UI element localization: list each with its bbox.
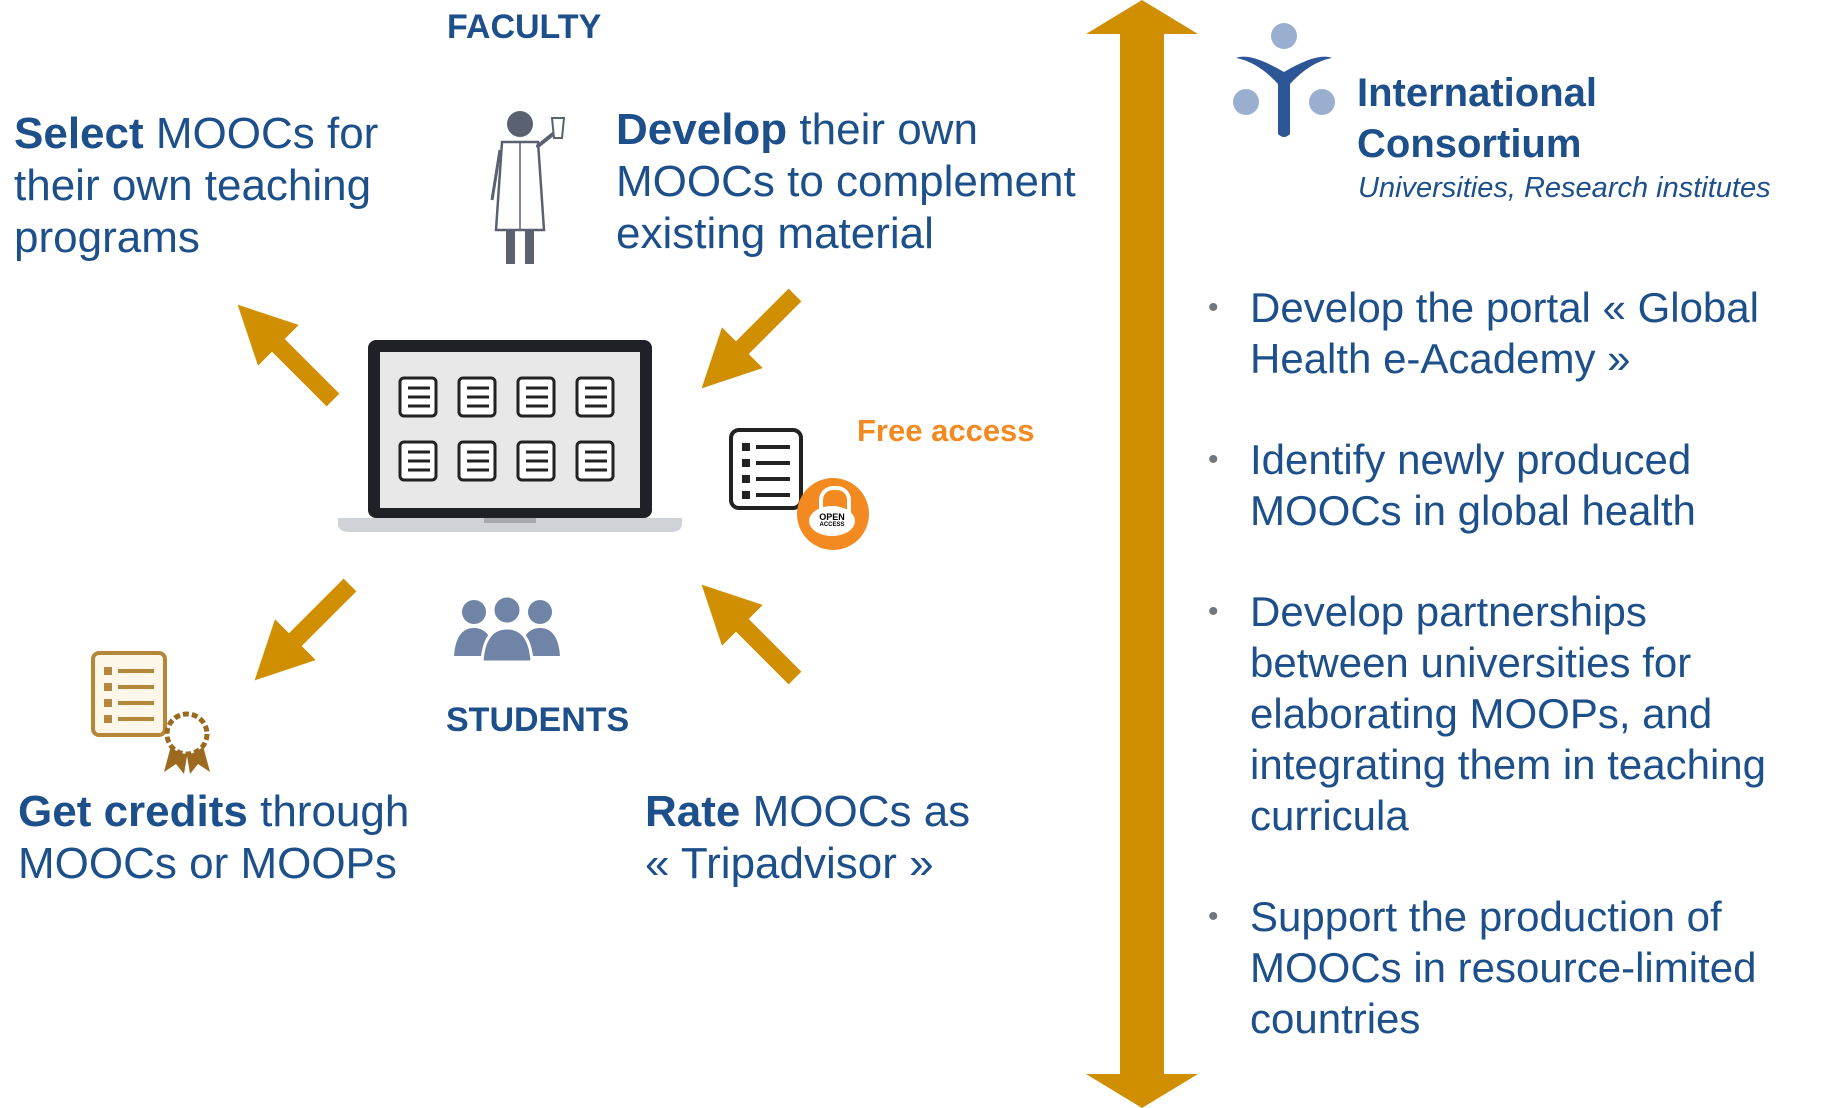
develop-line3: existing material	[616, 209, 934, 258]
document-list-icon	[729, 428, 803, 510]
select-moocs-text: Select MOOCs for their own teaching prog…	[14, 108, 378, 264]
bullet-1-line-1: Develop the portal « Global	[1250, 284, 1759, 331]
certificate-icon	[91, 651, 210, 774]
develop-bold: Develop	[616, 105, 788, 154]
select-line3: programs	[14, 213, 200, 262]
bullet-dot: •	[1208, 291, 1219, 324]
bullet-3-line-2: between universities for	[1250, 639, 1692, 686]
laptop-doc-7	[516, 440, 556, 482]
consortium-title-line1: International	[1357, 71, 1598, 115]
rate-line2: « Tripadvisor »	[645, 839, 934, 888]
consortium-logo-icon	[1233, 23, 1335, 137]
faculty-heading: FACULTY	[447, 8, 602, 46]
bullet-dot: •	[1208, 595, 1219, 628]
bullet-4-line-1: Support the production of	[1250, 893, 1722, 940]
bullet-item: • Develop partnerships between universit…	[1198, 586, 1798, 841]
students-heading: STUDENTS	[446, 701, 630, 739]
rate-line1: MOOCs as	[740, 787, 971, 836]
select-bold: Select	[14, 109, 144, 158]
rate-moocs-text: Rate MOOCs as « Tripadvisor »	[645, 786, 970, 890]
laptop-doc-2	[457, 376, 497, 418]
laptop-icon	[338, 340, 682, 532]
develop-line1: their own	[787, 105, 978, 154]
select-line1: MOOCs for	[143, 109, 379, 158]
bullet-4-line-2: MOOCs in resource-limited	[1250, 944, 1757, 991]
open-access-icon: OPEN ACCESS	[797, 478, 869, 550]
bullet-dot: •	[1208, 900, 1219, 933]
credits-bold: Get credits	[18, 787, 248, 836]
consortium-subtitle: Universities, Research institutes	[1358, 172, 1771, 204]
bullet-1-line-2: Health e-Academy »	[1250, 335, 1631, 382]
open-access-line1: OPEN	[819, 512, 845, 522]
develop-line2: MOOCs to complement	[616, 157, 1076, 206]
bullet-item: • Identify newly produced MOOCs in globa…	[1198, 434, 1798, 536]
laptop-doc-6	[457, 440, 497, 482]
rate-bold: Rate	[645, 787, 741, 836]
select-line2: their own teaching	[14, 161, 372, 210]
credits-line2: MOOCs or MOOPs	[18, 839, 397, 888]
bullet-3-line-4: integrating them in teaching	[1250, 741, 1766, 788]
laptop-doc-5	[398, 440, 438, 482]
consortium-title-line2: Consortium	[1357, 122, 1582, 166]
arrow-from-rate	[701, 584, 802, 685]
arrow-to-select	[237, 304, 340, 407]
laptop-doc-1	[398, 376, 438, 418]
bullet-3-line-5: curricula	[1250, 792, 1409, 839]
bullet-3-line-1: Develop partnerships	[1250, 588, 1647, 635]
scientist-icon	[490, 111, 566, 264]
arrow-from-develop	[701, 288, 802, 389]
vertical-double-arrow	[1086, 0, 1198, 1108]
consortium-title: International Consortium	[1357, 68, 1597, 170]
people-group-icon	[454, 594, 560, 664]
bullet-item: • Develop the portal « Global Health e-A…	[1198, 282, 1798, 384]
get-credits-text: Get credits through MOOCs or MOOPs	[18, 786, 409, 890]
bullet-2-line-1: Identify newly produced	[1250, 436, 1692, 483]
laptop-doc-4	[575, 376, 615, 418]
consortium-bullet-list: • Develop the portal « Global Health e-A…	[1198, 282, 1798, 1094]
laptop-doc-8	[575, 440, 615, 482]
develop-moocs-text: Develop their own MOOCs to complement ex…	[616, 104, 1076, 260]
bullet-4-line-3: countries	[1250, 995, 1421, 1042]
free-access-label: Free access	[857, 413, 1035, 448]
laptop-doc-3	[516, 376, 556, 418]
bullet-item: • Support the production of MOOCs in res…	[1198, 891, 1798, 1044]
open-access-line2: ACCESS	[819, 522, 845, 528]
bullet-dot: •	[1208, 443, 1219, 476]
arrow-to-credits	[254, 578, 357, 681]
credits-line1: through	[247, 787, 410, 836]
bullet-2-line-2: MOOCs in global health	[1250, 487, 1696, 534]
bullet-3-line-3: elaborating MOOPs, and	[1250, 690, 1713, 737]
